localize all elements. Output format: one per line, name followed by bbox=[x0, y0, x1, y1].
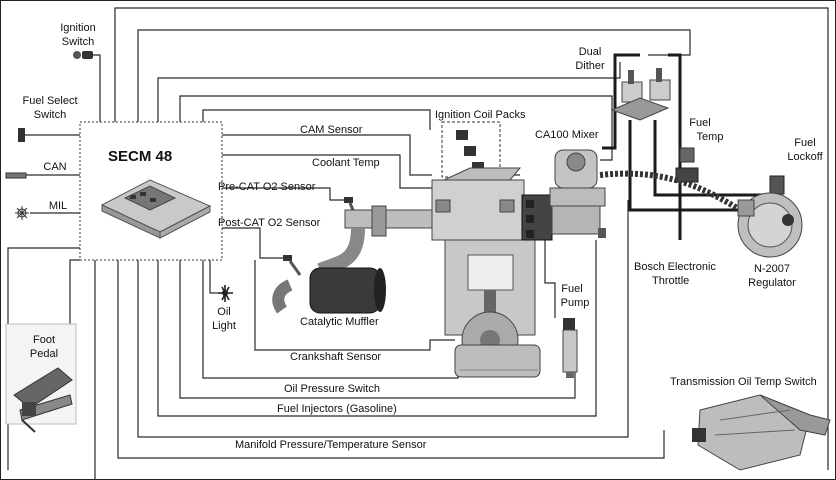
manifold-sensor-label: Manifold Pressure/Temperature Sensor bbox=[235, 439, 427, 451]
bosch-throttle-body bbox=[552, 206, 606, 238]
svg-text:Pedal: Pedal bbox=[30, 348, 58, 360]
transmission-oil-temp-switch: Transmission Oil Temp Switch bbox=[670, 376, 830, 470]
svg-text:Lockoff: Lockoff bbox=[787, 151, 823, 163]
svg-text:Transmission Oil Temp Switch: Transmission Oil Temp Switch bbox=[670, 376, 817, 388]
connector-icon bbox=[6, 173, 26, 178]
svg-text:Fuel: Fuel bbox=[794, 137, 815, 149]
svg-text:Foot: Foot bbox=[33, 334, 55, 346]
secm-48-ecu: SECM 48 bbox=[80, 122, 222, 260]
catalytic-muffler: Catalytic Muffler bbox=[278, 268, 386, 328]
crankshaft-sensor-label: Crankshaft Sensor bbox=[290, 351, 381, 363]
exhaust-pipe bbox=[320, 206, 445, 270]
oil-pressure-switch-label: Oil Pressure Switch bbox=[284, 383, 380, 395]
ecu-title: SECM 48 bbox=[108, 148, 172, 165]
svg-text:Temp: Temp bbox=[697, 131, 724, 143]
svg-text:Throttle: Throttle bbox=[652, 275, 689, 287]
post-cat-o2-sensor bbox=[283, 255, 300, 275]
engine-block bbox=[432, 168, 552, 377]
svg-text:CA100 Mixer: CA100 Mixer bbox=[535, 129, 599, 141]
coolant-temp-label: Coolant Temp bbox=[312, 157, 380, 169]
fuel-temp-sensor: Fuel Temp bbox=[676, 117, 723, 182]
svg-text:Switch: Switch bbox=[34, 109, 66, 121]
svg-text:Bosch Electronic: Bosch Electronic bbox=[634, 261, 716, 273]
foot-pedal: Foot Pedal bbox=[6, 324, 76, 432]
svg-text:Fuel: Fuel bbox=[689, 117, 710, 129]
svg-text:Fuel: Fuel bbox=[561, 283, 582, 295]
dual-dither: Dual Dither bbox=[575, 46, 670, 120]
svg-text:CAN: CAN bbox=[43, 161, 66, 173]
pre-cat-o2-label: Pre-CAT O2 Sensor bbox=[218, 181, 316, 193]
svg-text:Regulator: Regulator bbox=[748, 277, 796, 289]
svg-text:Pump: Pump bbox=[561, 297, 590, 309]
post-cat-o2-label: Post-CAT O2 Sensor bbox=[218, 217, 321, 229]
ignition-key-icon bbox=[73, 51, 81, 59]
lamp-icon bbox=[15, 206, 29, 220]
n-2007-regulator: N-2007 Regulator bbox=[738, 193, 802, 289]
svg-text:Fuel Select: Fuel Select bbox=[22, 95, 77, 107]
fuel-injectors-label: Fuel Injectors (Gasoline) bbox=[277, 403, 397, 415]
svg-text:Ignition Coil Packs: Ignition Coil Packs bbox=[435, 109, 526, 121]
svg-text:Ignition: Ignition bbox=[60, 22, 95, 34]
svg-text:Switch: Switch bbox=[62, 36, 94, 48]
svg-text:Dual: Dual bbox=[579, 46, 602, 58]
ignition-switch: Ignition Switch bbox=[60, 22, 95, 59]
svg-text:MIL: MIL bbox=[49, 200, 67, 212]
fuel-pump: Fuel Pump bbox=[561, 283, 590, 378]
bosch-throttle-label: Bosch Electronic Throttle bbox=[634, 261, 716, 287]
mil-lamp: MIL bbox=[15, 200, 67, 220]
svg-text:Catalytic Muffler: Catalytic Muffler bbox=[300, 316, 379, 328]
oil-light: Oil Light bbox=[212, 285, 236, 332]
svg-text:Dither: Dither bbox=[575, 60, 605, 72]
svg-text:Light: Light bbox=[212, 320, 236, 332]
ca100-mixer: CA100 Mixer bbox=[535, 129, 605, 206]
cam-sensor-label: CAM Sensor bbox=[300, 124, 363, 136]
svg-text:N-2007: N-2007 bbox=[754, 263, 790, 275]
fuel-lockoff: Fuel Lockoff bbox=[770, 137, 824, 194]
toggle-switch-icon bbox=[18, 128, 25, 142]
svg-text:Oil: Oil bbox=[217, 306, 230, 318]
